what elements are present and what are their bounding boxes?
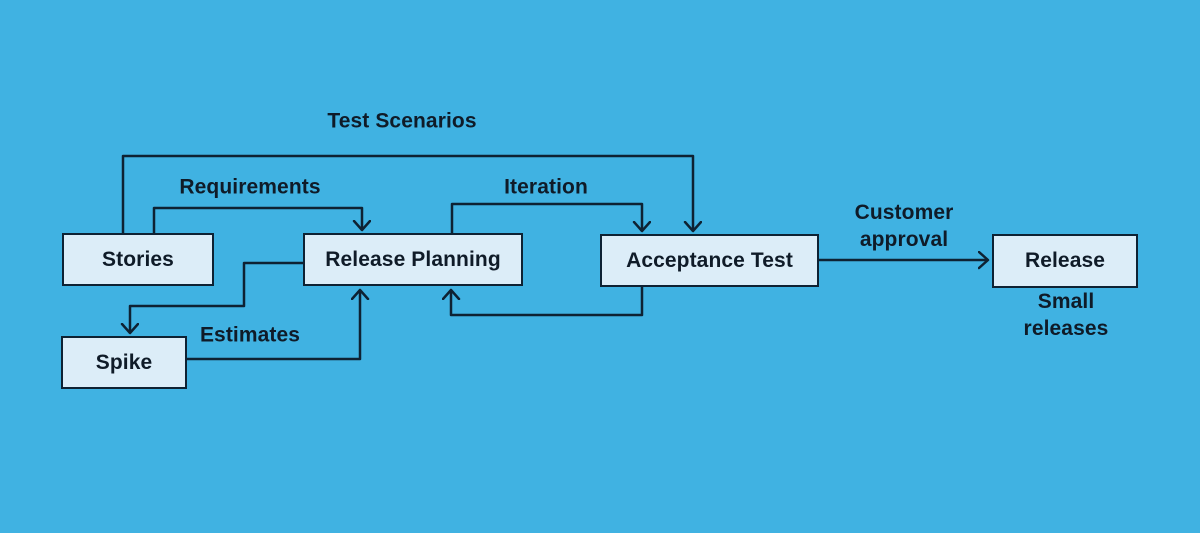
edge-acceptance-test-to-release-planning <box>451 287 644 317</box>
node-spike-label: Spike <box>95 350 153 374</box>
node-acceptance-test-label: Acceptance Test <box>626 248 793 272</box>
edge-spike-to-release-planning <box>187 290 360 361</box>
node-stories: Stories <box>62 233 214 286</box>
node-spike: Spike <box>61 336 187 389</box>
node-stories-label: Stories <box>102 247 174 271</box>
edge-label-requirements: Requirements <box>179 175 321 199</box>
edge-label-iteration: Iteration <box>504 175 588 199</box>
edge-release-planning-to-acceptance-test <box>450 202 642 233</box>
edge-release-planning-to-spike <box>130 261 303 333</box>
annotation-small-releases: Small releases <box>1023 290 1109 340</box>
edge-label-estimates: Estimates <box>199 323 301 347</box>
node-acceptance-test: Acceptance Test <box>600 234 819 287</box>
edge-label-test-scenarios: Test Scenarios <box>327 109 477 133</box>
edge-stories-to-acceptance-test <box>121 154 693 233</box>
node-release: Release <box>992 234 1138 288</box>
edge-label-customer-approval: Customer approval <box>854 201 954 251</box>
edge-stories-to-release-planning <box>152 206 362 233</box>
node-release-label: Release <box>1024 249 1106 272</box>
node-release-planning-label: Release Planning <box>325 247 501 271</box>
node-release-planning: Release Planning <box>303 233 523 286</box>
